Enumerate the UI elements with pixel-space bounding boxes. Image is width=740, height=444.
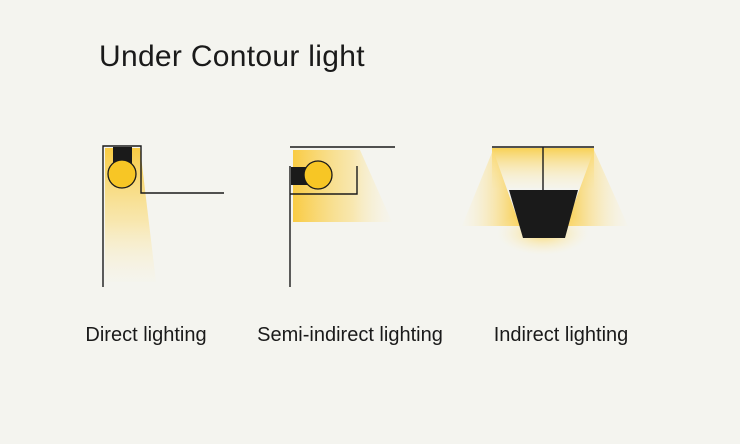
right-light-beam [566,150,628,226]
indirect-lighting-illustration [462,146,628,255]
semi-indirect-lighting-illustration [289,146,395,287]
left-light-beam [462,150,520,226]
wall-washer-fixture-icon [291,160,333,190]
direct-contour-line [102,145,224,287]
direct-lighting-illustration [102,145,224,287]
downlight-fixture-icon [107,147,137,189]
semi-light-beam [293,150,392,222]
caption-indirect-lighting: Indirect lighting [493,324,629,346]
caption-semi-indirect-lighting: Semi-indirect lighting [257,324,443,346]
caption-direct-lighting: Direct lighting [85,324,207,346]
pendant-uplight-icon [509,190,578,238]
page-title: Under Contour light [99,40,365,73]
semi-contour-line [289,166,358,287]
